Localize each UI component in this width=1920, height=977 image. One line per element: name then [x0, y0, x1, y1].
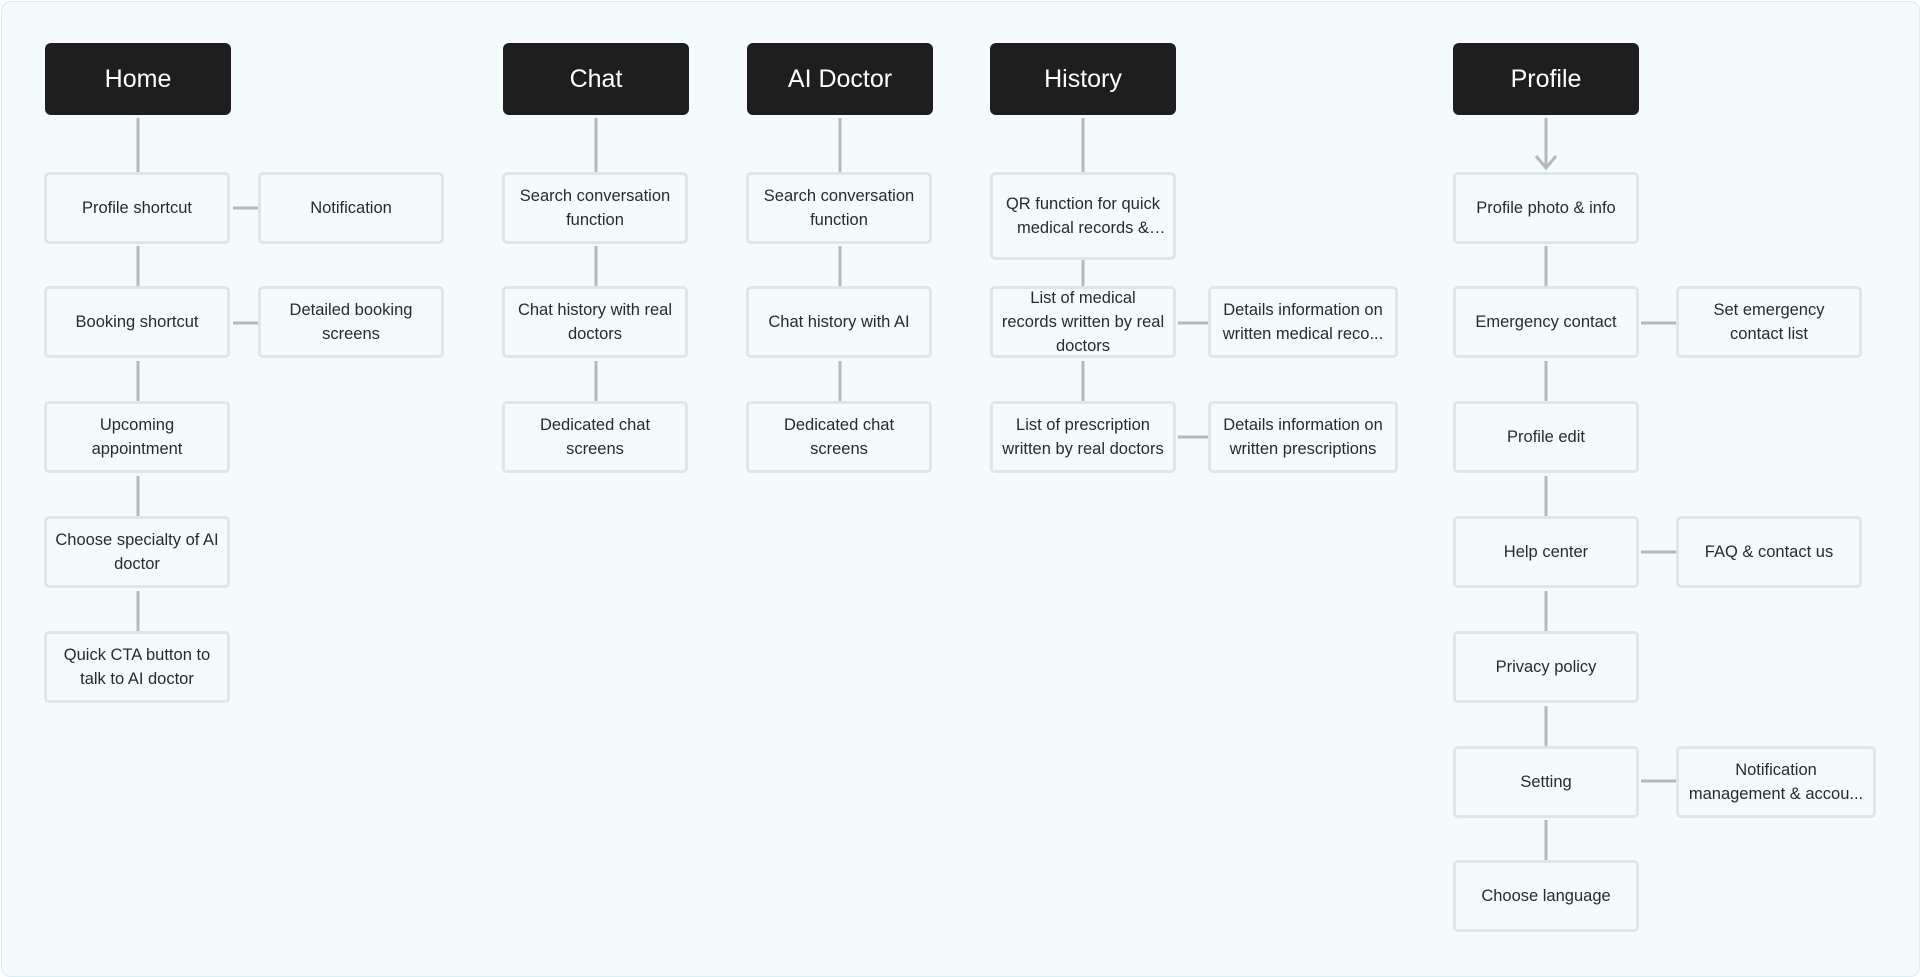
node-prescription-list: List of prescription written by real doc… [990, 401, 1176, 473]
node-label: Chat history with real doctors [517, 301, 673, 343]
node-label: Quick CTA button to talk to AI doctor [63, 646, 211, 688]
column-header-history: History [990, 43, 1176, 115]
node-quick-cta: Quick CTA button to talk to AI doctor [44, 631, 230, 703]
node-profile-photo-info: Profile photo & info [1453, 172, 1639, 244]
node-label: Search conversation function [519, 187, 671, 229]
node-label: Choose language [1481, 887, 1611, 905]
node-upcoming-appointment: Upcoming appointment [44, 401, 230, 473]
node-label: Dedicated chat screens [539, 416, 651, 458]
column-header-profile: Profile [1453, 43, 1639, 115]
node-label: Choose specialty of AI doctor [55, 531, 219, 573]
node-label: Help center [1503, 543, 1589, 561]
node-label: Booking shortcut [75, 313, 199, 331]
node-chat-dedicated-screens: Dedicated chat screens [502, 401, 688, 473]
node-label: Notification management & accou... [1688, 761, 1864, 803]
column-header-home: Home [45, 43, 231, 115]
node-prescription-details: Details information on written prescript… [1208, 401, 1398, 473]
node-label: FAQ & contact us [1704, 543, 1834, 561]
node-ai-search: Search conversation function [746, 172, 932, 244]
node-profile-edit: Profile edit [1453, 401, 1639, 473]
node-privacy-policy: Privacy policy [1453, 631, 1639, 703]
node-choose-language: Choose language [1453, 860, 1639, 932]
node-label: Profile shortcut [81, 199, 193, 217]
node-label: Emergency contact [1475, 313, 1617, 331]
node-label: Details information on written medical r… [1222, 301, 1384, 343]
node-label: List of medical records written by real … [1001, 289, 1165, 355]
node-faq-contact: FAQ & contact us [1676, 516, 1862, 588]
node-ai-dedicated-screens: Dedicated chat screens [746, 401, 932, 473]
node-chat-search: Search conversation function [502, 172, 688, 244]
node-choose-specialty: Choose specialty of AI doctor [44, 516, 230, 588]
column-header-ai-doctor: AI Doctor [747, 43, 933, 115]
node-notification-management: Notification management & accou... [1676, 746, 1876, 818]
node-help-center: Help center [1453, 516, 1639, 588]
node-label: QR function for quick medical records & … [1005, 195, 1161, 237]
node-label: List of prescription written by real doc… [1002, 416, 1164, 458]
node-medical-records-list: List of medical records written by real … [990, 286, 1176, 358]
node-set-emergency-contact-list: Set emergency contact list [1676, 286, 1862, 358]
node-label: Detailed booking screens [289, 301, 413, 343]
node-medical-record-details: Details information on written medical r… [1208, 286, 1398, 358]
node-profile-shortcut: Profile shortcut [44, 172, 230, 244]
node-label: Setting [1520, 773, 1572, 791]
node-booking-shortcut: Booking shortcut [44, 286, 230, 358]
node-chat-history-doctors: Chat history with real doctors [502, 286, 688, 358]
node-label: Search conversation function [763, 187, 915, 229]
node-label: Notification [310, 199, 392, 217]
node-label: Privacy policy [1495, 658, 1597, 676]
node-label: Chat history with AI [768, 313, 910, 331]
node-ai-chat-history: Chat history with AI [746, 286, 932, 358]
node-qr-function: QR function for quick medical records & … [990, 172, 1176, 260]
node-label: Set emergency contact list [1713, 301, 1825, 343]
node-notification: Notification [258, 172, 444, 244]
node-label: Profile photo & info [1476, 199, 1616, 217]
node-label: Profile edit [1507, 428, 1585, 446]
node-label: Details information on written prescript… [1223, 416, 1383, 458]
node-emergency-contact: Emergency contact [1453, 286, 1639, 358]
node-label: Dedicated chat screens [783, 416, 895, 458]
column-header-chat: Chat [503, 43, 689, 115]
node-label: Upcoming appointment [91, 416, 183, 458]
node-setting: Setting [1453, 746, 1639, 818]
node-detailed-booking: Detailed booking screens [258, 286, 444, 358]
